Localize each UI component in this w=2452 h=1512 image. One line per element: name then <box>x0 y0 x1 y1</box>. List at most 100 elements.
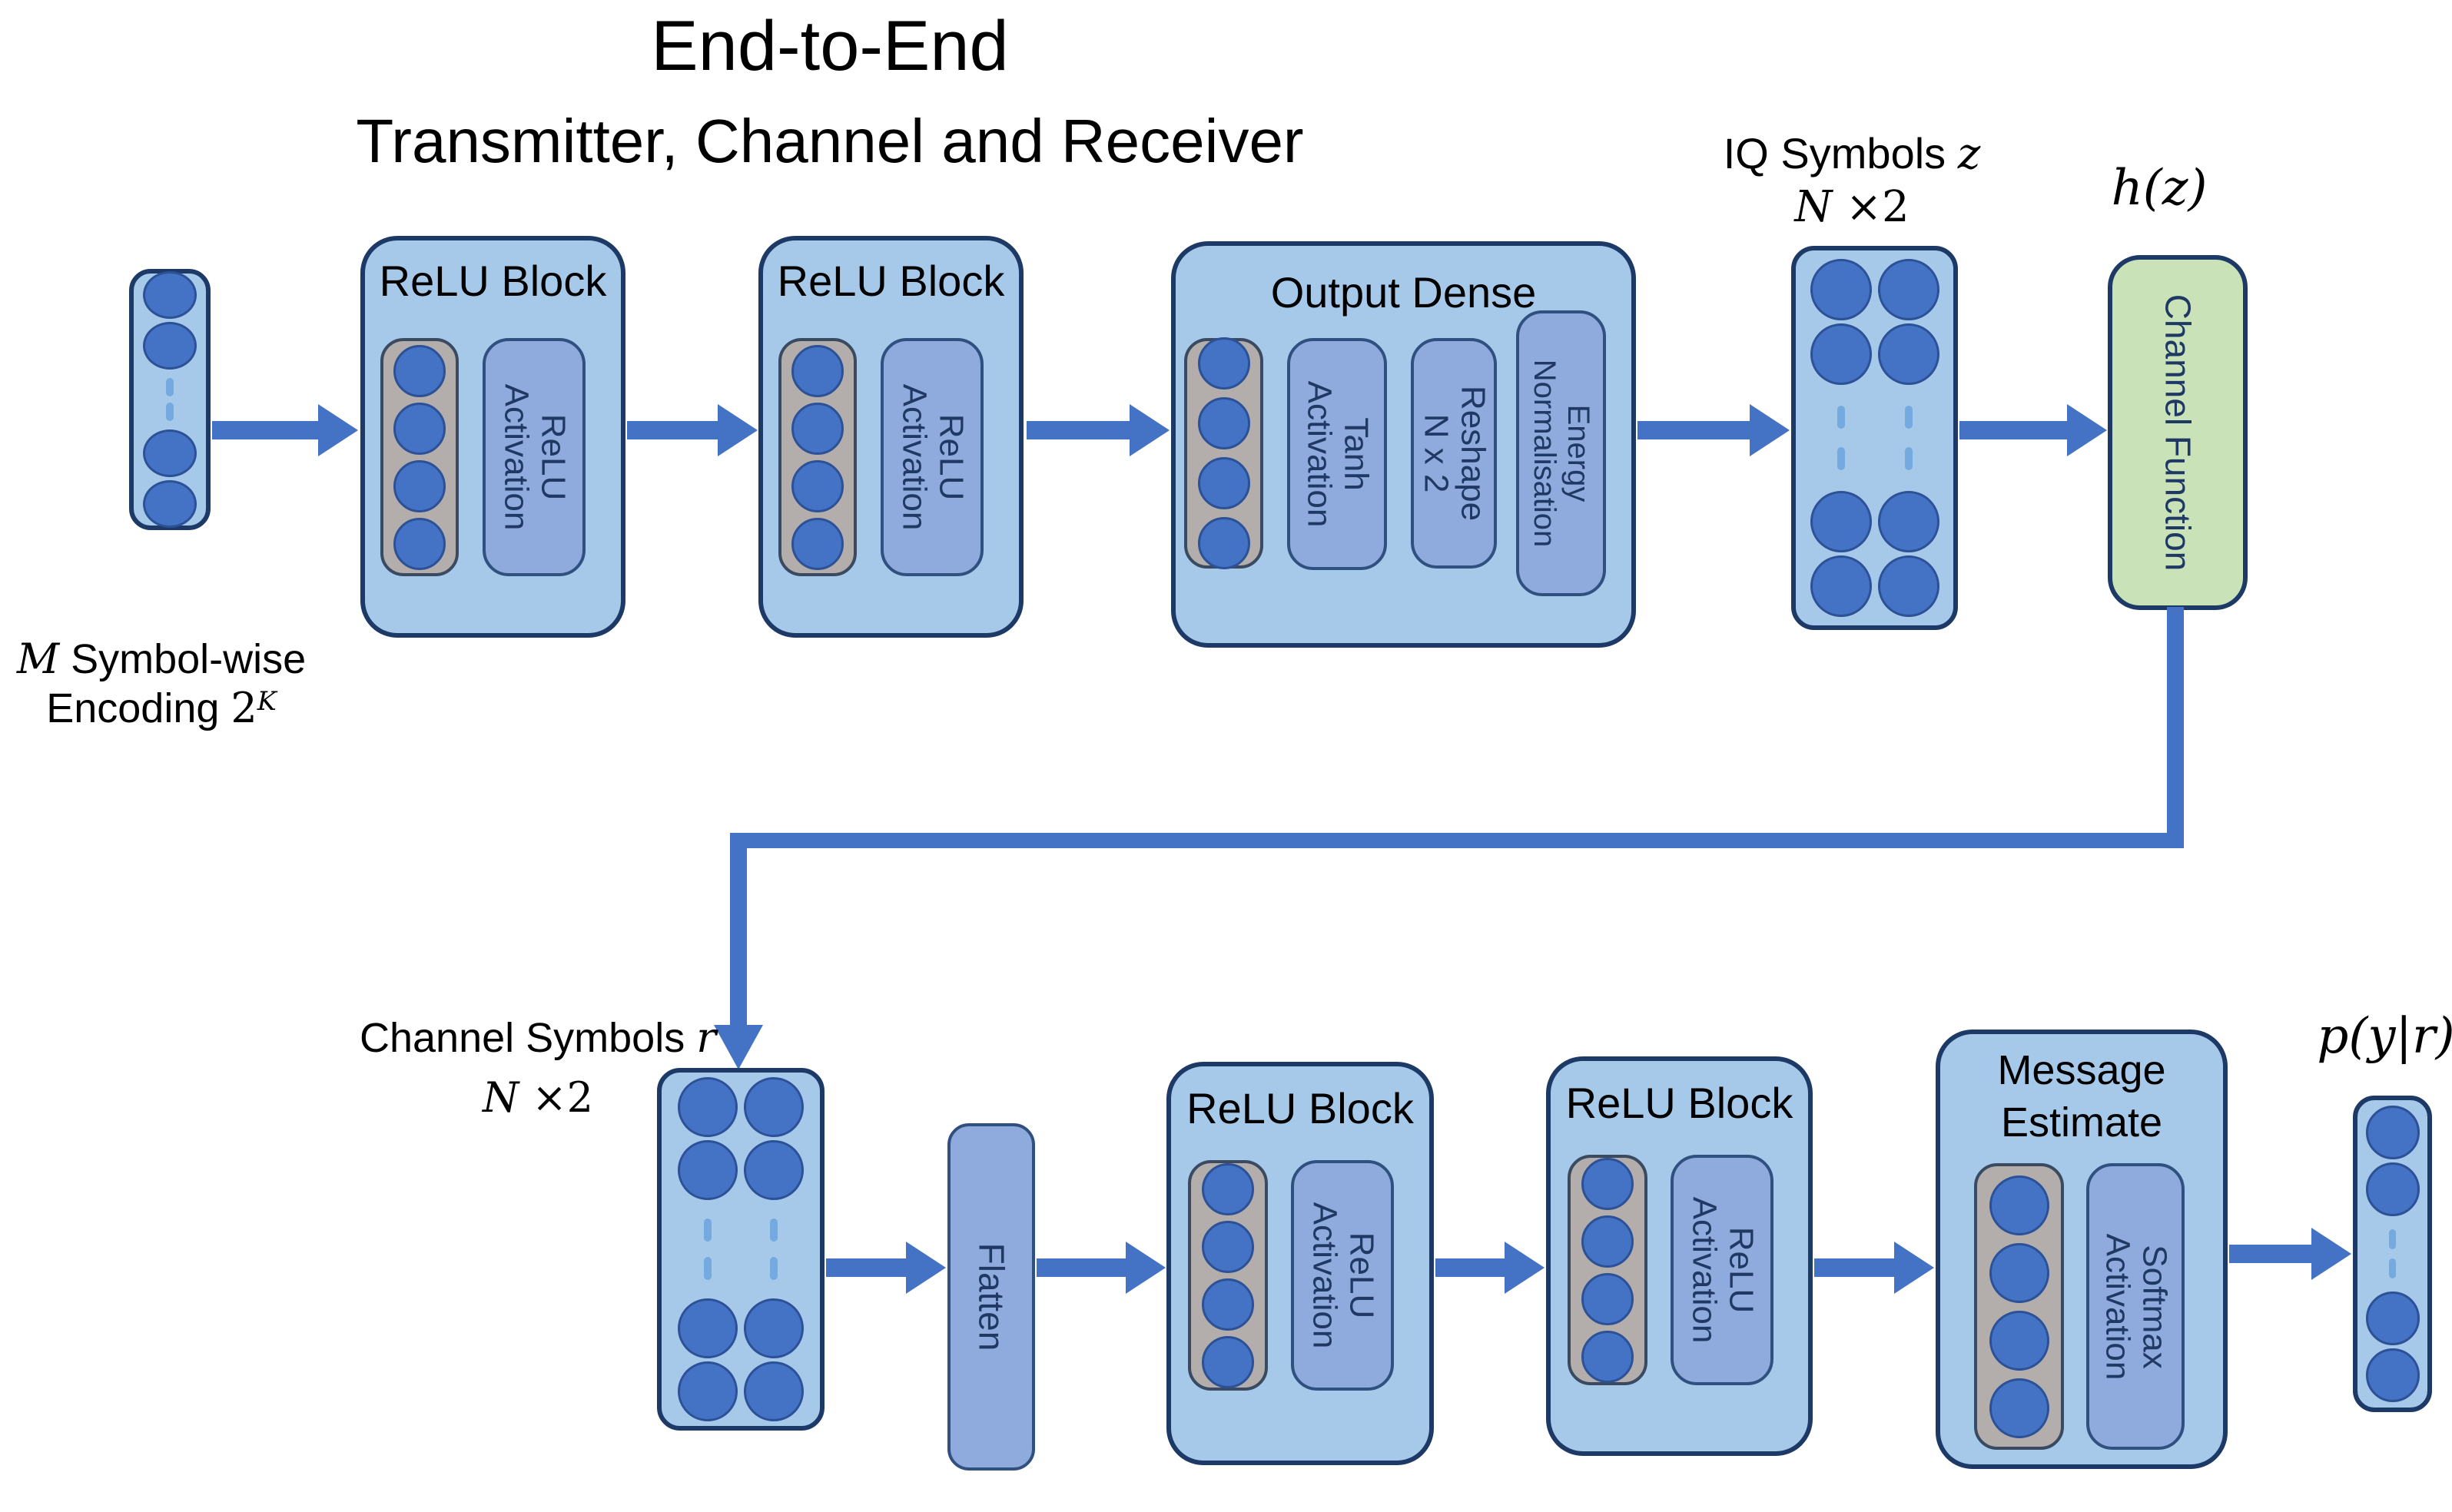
channel-symbols-layer <box>657 1068 825 1431</box>
arrow-head <box>1130 404 1170 456</box>
arrow-shaft <box>1027 421 1130 439</box>
neuron-circle <box>678 1361 738 1421</box>
neuron-circle <box>744 1140 804 1200</box>
arrow-shaft <box>1435 1258 1505 1277</box>
relu-block-1: ReLU Block ReLU Activation <box>360 236 625 638</box>
neuron-circle <box>1877 323 1939 385</box>
channel-function-block: Channel Function <box>2108 255 2248 610</box>
iq-column-q <box>1877 250 1939 625</box>
relu-block-4: ReLU Block ReLU Activation <box>1546 1056 1813 1456</box>
relu-activation-label: ReLU Activation <box>497 383 572 531</box>
arrow-shaft <box>1037 1258 1126 1277</box>
arrow-head <box>2311 1228 2351 1280</box>
iq-symbols-label-line2: N ×2 <box>1698 181 2006 234</box>
channel-symbols-text: Channel Symbols <box>359 1015 697 1061</box>
arrow-shaft <box>1959 421 2067 439</box>
output-dense-neuron-layer <box>1184 337 1263 569</box>
neuron-circle <box>1989 1378 2049 1438</box>
arrow-head <box>2067 404 2107 456</box>
neuron-circle <box>1810 491 1872 552</box>
neuron-circle <box>2365 1292 2420 1345</box>
relu-block-4-title: ReLU Block <box>1565 1079 1793 1127</box>
iq-dim-var-n: N <box>1794 182 1833 233</box>
neuron-circle <box>1877 259 1939 320</box>
tanh-activation-box: Tanh Activation <box>1287 338 1387 570</box>
relu-activation-box: ReLU Activation <box>881 338 984 576</box>
relu-block-2: ReLU Block ReLU Activation <box>758 236 1024 638</box>
arrow-head <box>1750 404 1790 456</box>
neuron-circle <box>1202 1335 1254 1388</box>
channel-symbols-label: Channel Symbols r N ×2 <box>346 1008 730 1129</box>
relu-activation-box: ReLU Activation <box>1291 1160 1394 1391</box>
arrow-flatten-to-relu3 <box>1037 1242 1166 1294</box>
neuron-circle <box>678 1140 738 1200</box>
relu-activation-box: ReLU Activation <box>483 338 586 576</box>
neuron-circle <box>744 1298 804 1358</box>
channel-column-1 <box>678 1073 738 1426</box>
energy-normalisation-box: Energy Normalisation <box>1516 310 1606 596</box>
neuron-circle <box>1202 1220 1254 1273</box>
diagram-title-line1: End-to-End <box>651 7 1009 85</box>
output-symbols-layer <box>2353 1096 2432 1412</box>
arrow-message-to-output <box>2229 1228 2351 1280</box>
ellipsis-dash <box>704 1219 712 1242</box>
ellipsis-dash <box>166 402 174 421</box>
neuron-circle <box>393 459 446 512</box>
arrow-head <box>318 404 358 456</box>
ellipsis-dashes <box>166 373 174 426</box>
neuron-circle <box>791 344 844 397</box>
iq-symbols-label-line1: IQ Symbols z <box>1698 128 2006 181</box>
iq-symbols-layer <box>1791 246 1958 630</box>
ellipsis-dash <box>770 1219 778 1242</box>
relu-block-2-neuron-layer <box>778 338 857 576</box>
arrow-head <box>906 1242 946 1294</box>
encoding-label-line1: M Symbol-wise <box>8 635 315 684</box>
ellipsis-dashes <box>704 1203 712 1295</box>
arrow-relu4-to-message <box>1814 1242 1934 1294</box>
relu-block-1-title: ReLU Block <box>379 257 607 305</box>
ellipsis-dashes <box>1904 388 1913 488</box>
arrow-channelsymbols-to-flatten <box>826 1242 946 1294</box>
arrow-shaft <box>1814 1258 1894 1277</box>
ellipsis-dash <box>2389 1228 2396 1249</box>
arrow-relu2-to-outputdense <box>1027 404 1170 456</box>
encoding-exponent-k: K <box>257 686 277 717</box>
relu-block-4-neuron-layer <box>1568 1155 1647 1385</box>
neuron-circle <box>1989 1175 2049 1235</box>
neuron-circle <box>1877 491 1939 552</box>
relu-block-3-title: ReLU Block <box>1186 1084 1414 1132</box>
encoding-label: M Symbol-wise Encoding 2K <box>8 635 315 733</box>
neuron-circle <box>393 402 446 455</box>
softmax-activation-label: Softmax Activation <box>2099 1233 2174 1380</box>
iq-column-i <box>1810 250 1872 625</box>
message-estimate-title: Message Estimate <box>1997 1047 2166 1146</box>
neuron-circle <box>143 271 197 319</box>
neuron-circle <box>393 344 446 397</box>
arrow-shaft <box>1637 421 1750 439</box>
neuron-circle <box>1810 555 1872 617</box>
iq-symbols-var-z: z <box>1957 129 1981 179</box>
neuron-circle <box>1877 555 1939 617</box>
encoding-base: 2 <box>231 684 257 733</box>
energy-normalisation-label: Energy Normalisation <box>1527 359 1595 548</box>
arrow-relu3-to-relu4 <box>1435 1242 1545 1294</box>
arrow-shaft <box>826 1258 906 1277</box>
tanh-activation-label: Tanh Activation <box>1300 380 1375 528</box>
relu-block-3: ReLU Block ReLU Activation <box>1166 1062 1434 1465</box>
arrow-input-to-relu1 <box>212 404 358 456</box>
arrow-shaft <box>2229 1245 2311 1263</box>
encoding-var-m: M <box>16 635 60 683</box>
neuron-circle <box>1810 323 1872 385</box>
neuron-circle <box>1197 337 1250 390</box>
neuron-circle <box>678 1298 738 1358</box>
arrow-head <box>1894 1242 1934 1294</box>
connector-vertical-to-receiver <box>730 833 747 1026</box>
neuron-circle <box>1989 1310 2049 1371</box>
arrow-relu1-to-relu2 <box>627 404 758 456</box>
softmax-activation-box: Softmax Activation <box>2086 1163 2185 1450</box>
connector-vertical-from-channel <box>2167 607 2184 834</box>
ellipsis-dashes <box>770 1203 778 1295</box>
output-dense-title: Output Dense <box>1270 268 1537 317</box>
arrow-head <box>1505 1242 1545 1294</box>
